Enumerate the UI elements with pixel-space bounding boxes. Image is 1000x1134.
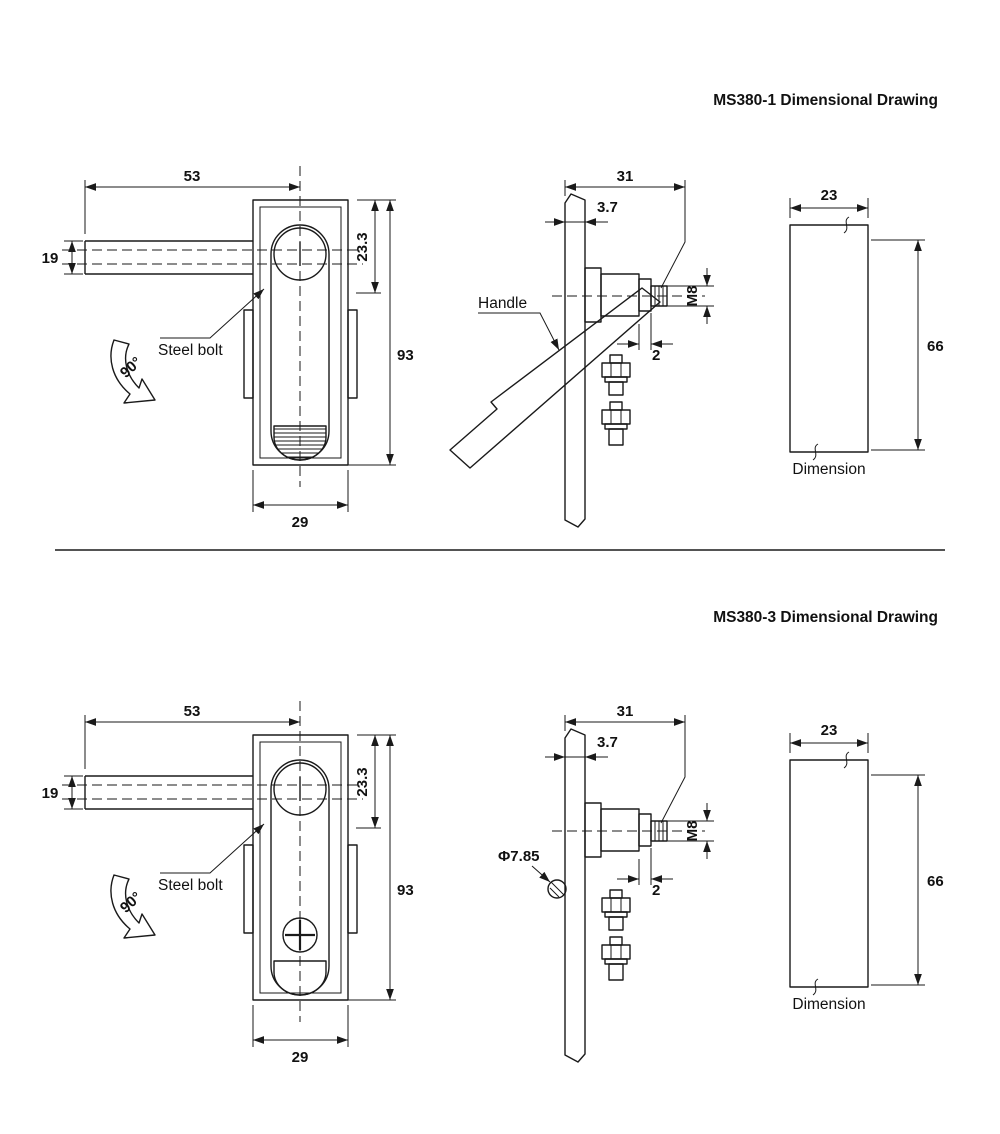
dim-cutout-height: 66: [927, 873, 944, 890]
mounting-plate: [564, 193, 586, 528]
section1-title: MS380-1 Dimensional Drawing: [713, 92, 938, 109]
dim-depth: 31: [617, 168, 634, 185]
break-mark-top: [843, 751, 850, 769]
right-tab: [347, 844, 358, 934]
left-tab: [243, 844, 254, 934]
ms380-3-drawing: 53 19 23.3 93 29 Steel bolt 90°: [42, 701, 944, 1066]
dim-cutout-width: 23: [821, 187, 838, 204]
dim-nut-thickness: 2: [652, 882, 660, 899]
dim-body-height: 93: [397, 347, 414, 364]
rotation-angle-label: 90°: [117, 889, 145, 917]
dim-width-top: 53: [184, 168, 201, 185]
steel-bolt-label: Steel bolt: [158, 342, 223, 359]
section2-title: MS380-3 Dimensional Drawing: [713, 609, 938, 626]
panel-cutout: [789, 224, 869, 453]
rotation-arrow: [110, 339, 156, 404]
break-mark-bottom: [812, 978, 819, 996]
mount-bolts: [601, 354, 631, 446]
steel-bolt-label: Steel bolt: [158, 877, 223, 894]
cutout-view-ms380-3: 23 66 Dimension: [789, 722, 944, 1013]
flange: [584, 267, 602, 323]
side-view-ms380-1: 31 3.7 M8 2 Handle: [449, 168, 714, 528]
front-view-ms380-1: 53 19 23.3 93 29 Steel bolt 90°: [42, 166, 414, 531]
thumb-knob: [273, 960, 327, 996]
dim-panel-thickness: 3.7: [597, 199, 618, 216]
bolt-centerlines: [62, 784, 363, 800]
dim-bolt-height: 19: [42, 785, 59, 802]
dim-nut-thickness: 2: [652, 347, 660, 364]
break-mark-top: [843, 216, 850, 234]
lock-nut: [638, 813, 652, 847]
dim-top-offset: 23.3: [354, 232, 371, 261]
cutout-caption: Dimension: [792, 461, 865, 478]
dim-body-height: 93: [397, 882, 414, 899]
front-view-ms380-3: 53 19 23.3 93 29 Steel bolt 90°: [42, 701, 414, 1066]
dim-width-top: 53: [184, 703, 201, 720]
dim-thread-size: M8: [684, 821, 701, 842]
rotation-arrow: [110, 874, 156, 939]
cutout-view-ms380-1: 23 66 Dimension: [789, 187, 944, 478]
side-view-ms380-3: Φ7.85 31 3.7 M8 2: [498, 703, 714, 1063]
cutout-caption: Dimension: [792, 996, 865, 1013]
steel-bolt-bar: [84, 775, 253, 810]
dim-cutout-height: 66: [927, 338, 944, 355]
steel-bolt-bar: [84, 240, 253, 275]
dim-depth: 31: [617, 703, 634, 720]
flange: [584, 802, 602, 858]
lock-nut: [638, 278, 652, 312]
handle-lever: [449, 287, 661, 469]
handle-label: Handle: [478, 295, 527, 312]
bolt-centerlines: [62, 249, 363, 265]
dim-width-bottom: 29: [292, 1049, 309, 1066]
mount-bolts: [601, 889, 631, 981]
left-tab: [243, 309, 254, 399]
dim-bolt-height: 19: [42, 250, 59, 267]
dim-thread-size: M8: [684, 286, 701, 307]
panel-cutout: [789, 759, 869, 988]
hole-diameter-label: Φ7.85: [498, 848, 540, 865]
cylinder-body: [600, 808, 640, 852]
rotation-angle-label: 90°: [117, 354, 145, 382]
dim-panel-thickness: 3.7: [597, 734, 618, 751]
dim-width-bottom: 29: [292, 514, 309, 531]
break-mark-bottom: [812, 443, 819, 461]
padlock-hole-hatch: [549, 881, 565, 898]
ms380-1-drawing: 53 19 23.3 93 29 Steel bolt 90°: [42, 166, 944, 531]
padlock-hole: [547, 879, 567, 899]
right-tab: [347, 309, 358, 399]
mounting-plate: [564, 728, 586, 1063]
dim-top-offset: 23.3: [354, 767, 371, 796]
dim-cutout-width: 23: [821, 722, 838, 739]
